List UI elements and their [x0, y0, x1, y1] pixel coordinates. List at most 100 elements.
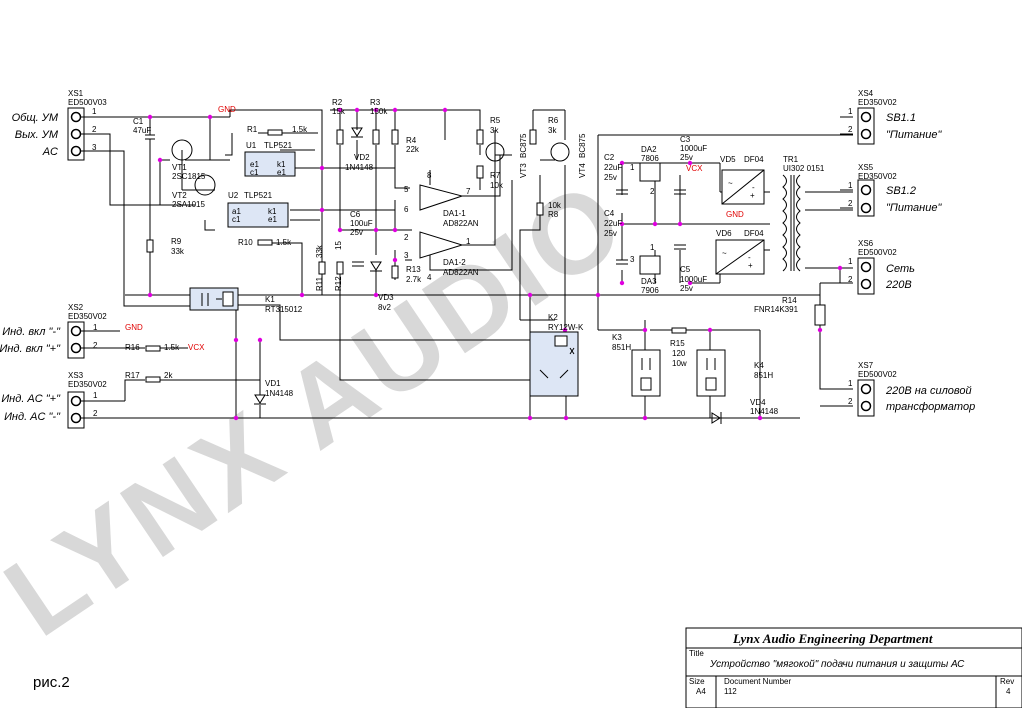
da3-ref: DA3 — [641, 277, 657, 286]
xs2-part: ED350V02 — [68, 312, 107, 321]
vd2-part: 1N4148 — [345, 163, 374, 172]
c1-value: 47uF — [133, 126, 151, 135]
xs7-ref: XS7 — [858, 361, 874, 370]
docnum-value: 112 — [724, 687, 737, 696]
r4-ref: R4 — [406, 136, 417, 145]
vd6-bridge: ~+- VD6 DF04 — [715, 229, 765, 275]
connector-xs2: XS2 ED350V02 Инд. вкл "-" Инд. вкл "+" 1… — [0, 303, 107, 359]
da1-1-part: AD822AN — [443, 219, 479, 228]
title-caption: Title — [689, 649, 704, 658]
rev-caption: Rev — [1000, 677, 1014, 686]
r11-value: 33k — [315, 244, 324, 258]
vd1-ref: VD1 — [265, 379, 281, 388]
r15-power: 10w — [672, 359, 687, 368]
vt3-ref: VT3 — [519, 163, 528, 178]
xs1-label-2: Вых. УМ — [15, 129, 59, 141]
vt1-ref: VT1 — [172, 163, 187, 172]
r5-ref: R5 — [490, 116, 501, 125]
r3-ref: R3 — [370, 98, 381, 107]
r2-value: 15k — [332, 107, 346, 116]
k4-ref: K4 — [754, 361, 764, 370]
r15-value: 120 — [672, 349, 686, 358]
vd5-part: DF04 — [744, 155, 764, 164]
xs5-ref: XS5 — [858, 163, 874, 172]
c4-value: 22uF — [604, 219, 622, 228]
r10-ref: R10 — [238, 238, 253, 247]
u2-part: TLP521 — [244, 191, 273, 200]
svg-text:3: 3 — [404, 251, 409, 260]
vd3-value: 8v2 — [378, 303, 391, 312]
svg-text:2: 2 — [93, 341, 98, 350]
da2-regulator: 12 DA2 7806 — [630, 145, 661, 196]
xs5-part: ED350V02 — [858, 172, 897, 181]
c5-value: 1000uF — [680, 275, 707, 284]
svg-text:1: 1 — [466, 237, 471, 246]
c5-ref: C5 — [680, 265, 691, 274]
da3-regulator: 13 DA3 7906 — [630, 243, 661, 295]
svg-text:-: - — [752, 183, 755, 192]
r4-value: 22k — [406, 145, 420, 154]
c4-voltage: 25v — [604, 229, 617, 238]
r10-value: 1.5k — [276, 238, 292, 247]
r11-ref: R11 — [315, 276, 324, 291]
wiring — [81, 109, 853, 419]
connector-xs5: XS5 ED350V02 SB1.2 "Питание" 12 — [848, 163, 942, 217]
r17-value: 2k — [164, 371, 173, 380]
net-gnd-top: GND — [218, 105, 236, 114]
c1-capacitor: C1 47uF — [133, 117, 151, 135]
svg-text:2: 2 — [848, 125, 853, 134]
capacitors: C6 100uF 25v C2 22uF 25v C4 22uF 25v C3 … — [350, 135, 707, 293]
xs3-label-2: Инд. AC "-" — [4, 411, 61, 423]
k2-part: RY12W-K — [548, 323, 584, 332]
size-caption: Size — [689, 677, 705, 686]
figure-caption: рис.2 — [33, 674, 70, 691]
svg-text:e1: e1 — [277, 168, 286, 177]
da2-ref: DA2 — [641, 145, 657, 154]
r8-value: 10k — [548, 201, 562, 210]
c2-ref: C2 — [604, 153, 615, 162]
r17-ref: R17 — [125, 371, 140, 380]
svg-text:2: 2 — [848, 397, 853, 406]
r9-ref: R9 — [171, 237, 182, 246]
vt2-transistor: VT2 2SA1015 — [172, 174, 216, 209]
svg-text:1: 1 — [93, 391, 98, 400]
xs4-label-2: "Питание" — [886, 129, 942, 141]
r2-ref: R2 — [332, 98, 343, 107]
connector-xs7: XS7 ED500V02 220В на силовой трансформат… — [848, 361, 975, 417]
xs5-label-2: "Питание" — [886, 202, 942, 214]
r16-ref: R16 — [125, 343, 140, 352]
c4-ref: C4 — [604, 209, 615, 218]
svg-text:+: + — [748, 261, 753, 270]
net-vcx-xs2: VCX — [188, 343, 205, 352]
svg-text:2: 2 — [93, 409, 98, 418]
vt1-part: 2SC1815 — [172, 172, 206, 181]
xs4-label-1: SB1.1 — [886, 112, 916, 124]
c2-voltage: 25v — [604, 173, 617, 182]
title-block: Lynx Audio Engineering Department Title … — [685, 627, 1022, 708]
svg-text:1: 1 — [650, 243, 655, 252]
vd4-part: 1N4148 — [750, 407, 779, 416]
k3-ref: K3 — [612, 333, 622, 342]
net-gnd-right: GND — [726, 210, 744, 219]
vd6-ref: VD6 — [716, 229, 732, 238]
r12-ref: R12 — [334, 276, 343, 291]
svg-text:e1: e1 — [268, 215, 277, 224]
vd1-part: 1N4148 — [265, 389, 294, 398]
k1-relay: K1 RT315012 — [189, 287, 303, 314]
r14-value: FNR14K391 — [754, 305, 799, 314]
vt3-transistor: VT3 BC875 — [485, 133, 528, 178]
r7-ref: R7 — [490, 171, 501, 180]
r6-value: 3k — [548, 126, 557, 135]
c5-voltage: 25v — [680, 284, 693, 293]
svg-text:a1: a1 — [232, 207, 241, 216]
svg-text:~: ~ — [728, 179, 733, 188]
vd5-bridge: ~+- VD5 DF04 — [720, 155, 765, 205]
svg-text:4: 4 — [427, 273, 432, 282]
svg-text:2: 2 — [92, 125, 97, 134]
c1-ref: C1 — [133, 117, 144, 126]
vt2-ref: VT2 — [172, 191, 187, 200]
c3-ref: C3 — [680, 135, 691, 144]
svg-text:1: 1 — [848, 257, 853, 266]
